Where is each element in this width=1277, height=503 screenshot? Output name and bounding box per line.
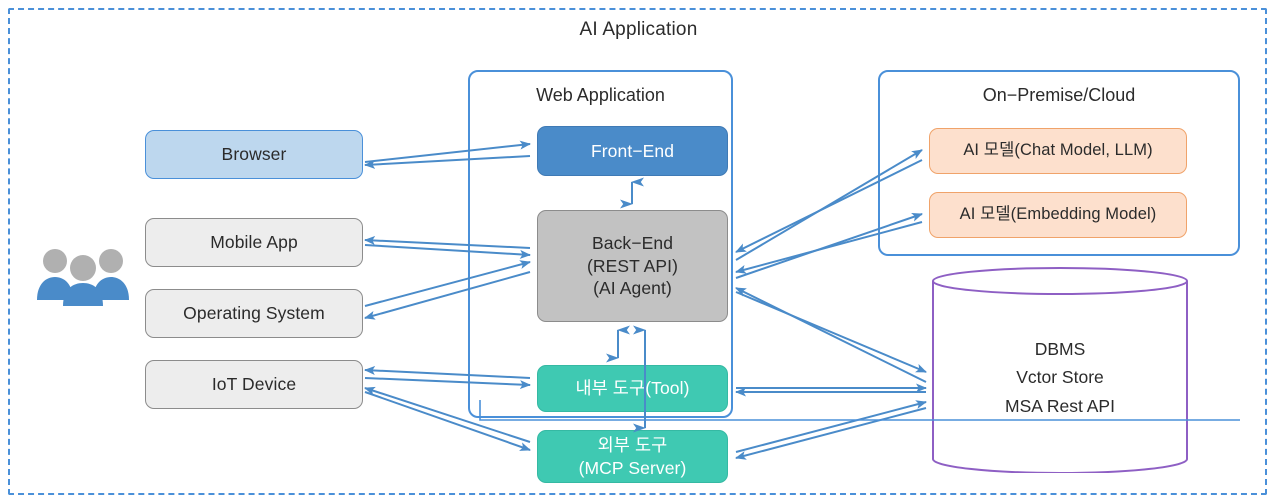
node-operating-system-label: Operating System — [183, 303, 325, 324]
dbms-line2: Vctor Store — [1016, 367, 1104, 388]
node-back-end-line2: (REST API) — [586, 255, 679, 276]
node-front-end-label: Front−End — [590, 140, 675, 161]
node-external-tool-line2: (MCP Server) — [578, 457, 687, 478]
node-back-end-line3: (AI Agent) — [593, 278, 672, 299]
node-back-end-line1: Back−End — [591, 233, 674, 254]
dbms-line3: MSA Rest API — [1005, 395, 1115, 416]
node-front-end[interactable]: Front−End — [537, 126, 728, 176]
node-external-tool[interactable]: 외부 도구 (MCP Server) — [537, 430, 728, 483]
node-ai-model-chat[interactable]: AI 모델(Chat Model, LLM) — [929, 128, 1187, 174]
container-web-application-label: Web Application — [536, 85, 665, 105]
dbms-line1: DBMS — [1034, 339, 1086, 359]
container-on-premise-cloud-label: On−Premise/Cloud — [982, 85, 1136, 105]
node-browser[interactable]: Browser — [145, 130, 363, 179]
node-ai-model-embedding-label: AI 모델(Embedding Model) — [959, 205, 1157, 224]
users-icon — [34, 244, 132, 306]
page-title: AI Application — [579, 19, 698, 40]
ai-application-boundary — [8, 8, 1267, 495]
node-dbms-cylinder[interactable] — [932, 267, 1188, 474]
node-dbms-label: DBMS Vctor Store MSA Rest API — [932, 335, 1188, 420]
node-operating-system[interactable]: Operating System — [145, 289, 363, 338]
node-internal-tool[interactable]: 내부 도구(Tool) — [537, 365, 728, 412]
node-ai-model-embedding[interactable]: AI 모델(Embedding Model) — [929, 192, 1187, 238]
node-mobile-app[interactable]: Mobile App — [145, 218, 363, 267]
node-browser-label: Browser — [221, 144, 287, 165]
node-iot-device[interactable]: IoT Device — [145, 360, 363, 409]
node-mobile-app-label: Mobile App — [210, 232, 298, 253]
node-back-end[interactable]: Back−End (REST API) (AI Agent) — [537, 210, 728, 322]
node-ai-model-chat-label: AI 모델(Chat Model, LLM) — [963, 141, 1153, 160]
node-iot-device-label: IoT Device — [211, 374, 297, 395]
node-internal-tool-label: 내부 도구(Tool) — [575, 378, 690, 399]
node-external-tool-line1: 외부 도구 — [597, 435, 668, 456]
